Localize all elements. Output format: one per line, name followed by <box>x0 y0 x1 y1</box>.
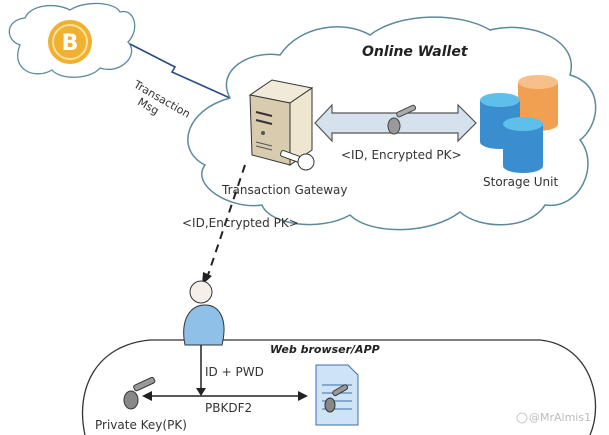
server-icon <box>248 79 314 166</box>
private-key-label: Private Key(PK) <box>95 418 187 432</box>
gateway-key-icon <box>280 150 315 171</box>
transaction-gateway-label: Transaction Gateway <box>222 183 348 197</box>
transaction-lightning-link <box>129 43 231 99</box>
gateway-storage-label: <ID, Encrypted PK> <box>341 148 462 162</box>
gateway-user-label: <ID,Encrypted PK> <box>182 216 299 230</box>
storage-database-icon <box>480 75 558 173</box>
arrow-key-icon <box>387 104 417 135</box>
id-pwd-label: ID + PWD <box>205 365 264 379</box>
pbkdf2-label: PBKDF2 <box>205 401 253 415</box>
user-icon <box>183 280 225 346</box>
private-key-icon <box>123 376 156 410</box>
watermark-icon <box>516 412 528 424</box>
web-browser-app-region <box>81 339 597 435</box>
encrypted-document-icon <box>315 364 359 426</box>
web-browser-app-title: Web browser/APP <box>270 343 380 356</box>
storage-unit-label: Storage Unit <box>483 175 559 189</box>
gateway-user-dashed-arrow <box>206 164 246 279</box>
watermark-text: @MrAlmis1 <box>529 411 592 424</box>
bitcoin-icon: B <box>48 20 92 64</box>
svg-text:B: B <box>62 31 79 56</box>
online-wallet-title: Online Wallet <box>362 44 468 60</box>
